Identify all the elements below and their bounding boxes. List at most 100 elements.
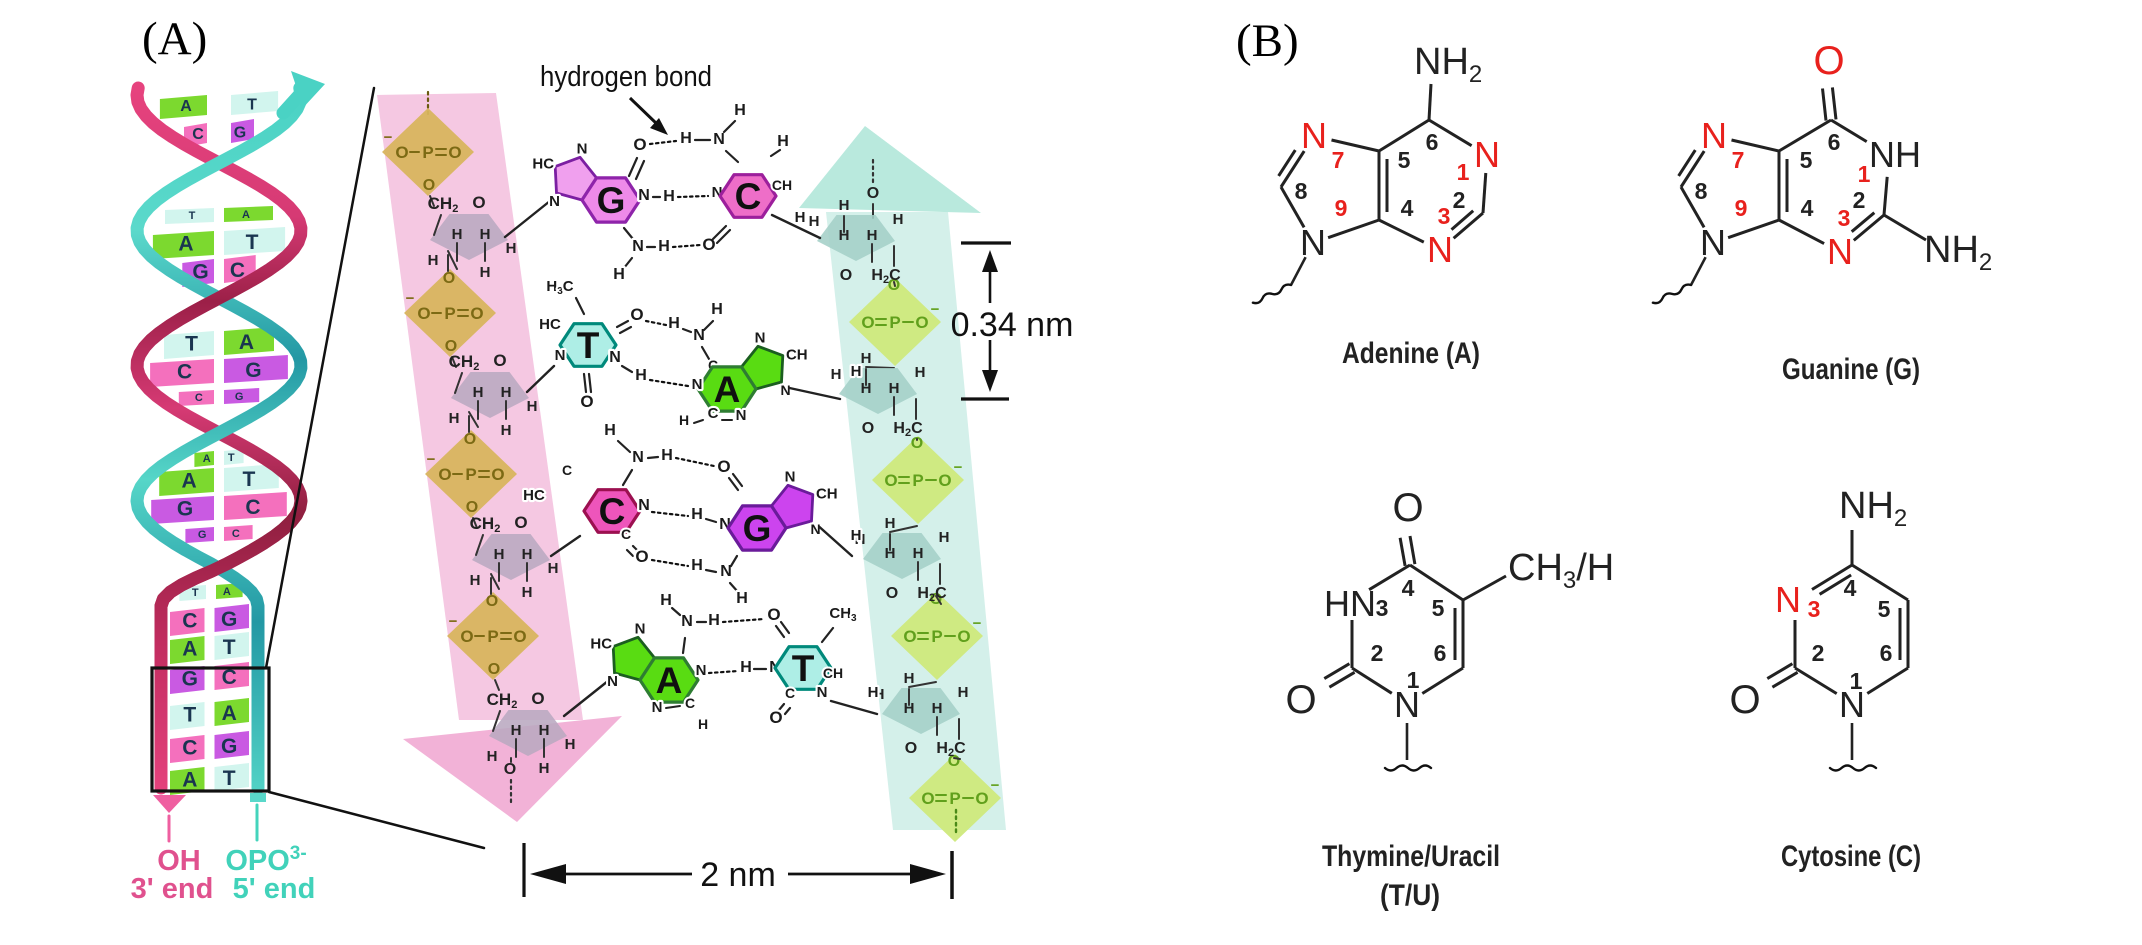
svg-text:O: O	[466, 499, 478, 516]
svg-text:H: H	[680, 130, 692, 147]
svg-text:3: 3	[1808, 596, 1821, 622]
svg-text:N: N	[638, 497, 650, 514]
svg-text:O: O	[464, 431, 476, 448]
svg-text:3: 3	[1838, 205, 1851, 231]
svg-text:5: 5	[1432, 595, 1445, 621]
svg-text:O: O	[448, 143, 461, 162]
svg-text:−: −	[973, 615, 982, 632]
svg-text:O: O	[1813, 39, 1844, 83]
svg-text:N: N	[638, 187, 650, 204]
svg-text:N: N	[736, 407, 747, 424]
svg-text:N: N	[607, 673, 618, 690]
svg-text:O: O	[504, 761, 516, 778]
svg-text:G: G	[221, 735, 237, 758]
svg-text:6: 6	[1434, 640, 1447, 666]
svg-text:O: O	[861, 313, 874, 332]
svg-text:5: 5	[1398, 147, 1411, 173]
svg-text:1: 1	[1858, 161, 1871, 187]
svg-text:O: O	[486, 593, 498, 610]
svg-text:−: −	[931, 301, 940, 318]
svg-text:H: H	[874, 686, 885, 703]
svg-text:P: P	[465, 465, 476, 484]
svg-text:2: 2	[1371, 640, 1384, 666]
svg-text:O: O	[531, 689, 544, 708]
svg-text:C: C	[735, 176, 762, 217]
svg-text:H: H	[613, 266, 625, 283]
svg-text:A: A	[239, 331, 254, 354]
svg-text:A: A	[714, 369, 741, 410]
svg-text:O: O	[423, 177, 435, 194]
svg-text:N: N	[713, 131, 725, 148]
svg-text:7: 7	[1332, 147, 1345, 173]
svg-text:5' end: 5' end	[233, 873, 316, 905]
svg-text:H: H	[868, 684, 879, 701]
svg-text:P: P	[422, 143, 433, 162]
svg-text:T: T	[242, 468, 255, 491]
svg-text:T: T	[577, 325, 600, 366]
svg-text:9: 9	[1335, 195, 1348, 221]
svg-text:H: H	[708, 612, 720, 629]
svg-text:H: H	[487, 748, 498, 765]
svg-text:H: H	[839, 227, 850, 244]
svg-text:O: O	[633, 135, 646, 154]
svg-text:H: H	[839, 197, 850, 214]
svg-text:0.34 nm: 0.34 nm	[951, 306, 1074, 344]
svg-text:CH2: CH2	[487, 690, 518, 711]
svg-text:O: O	[886, 585, 898, 602]
svg-text:P: P	[487, 627, 498, 646]
svg-text:O: O	[975, 789, 988, 808]
svg-text:−: −	[954, 459, 963, 476]
svg-text:CH: CH	[786, 347, 808, 364]
svg-text:O: O	[930, 591, 942, 608]
svg-text:CH2: CH2	[428, 194, 459, 215]
svg-text:O: O	[443, 270, 455, 287]
svg-text:H: H	[736, 590, 748, 607]
svg-text:(B): (B)	[1236, 15, 1299, 67]
svg-text:N: N	[1301, 115, 1327, 156]
svg-text:N: N	[549, 193, 560, 210]
svg-text:A: A	[180, 98, 192, 115]
svg-text:N: N	[1700, 222, 1726, 263]
svg-text:O: O	[903, 627, 916, 646]
svg-text:O: O	[867, 185, 879, 202]
svg-text:T: T	[185, 333, 198, 356]
svg-text:3' end: 3' end	[131, 873, 214, 905]
svg-text:H: H	[452, 226, 463, 243]
svg-text:O: O	[948, 753, 960, 770]
svg-text:H: H	[501, 422, 512, 439]
svg-text:N: N	[632, 238, 644, 255]
svg-text:N: N	[632, 449, 644, 466]
svg-text:T: T	[247, 97, 257, 114]
svg-text:C: C	[562, 462, 572, 478]
svg-text:A: A	[182, 769, 197, 792]
svg-text:C: C	[222, 666, 237, 689]
svg-text:4: 4	[1801, 195, 1814, 221]
svg-text:CH2: CH2	[449, 352, 480, 373]
svg-text:O: O	[905, 740, 917, 757]
svg-text:P: P	[912, 471, 923, 490]
svg-text:(T/U): (T/U)	[1380, 879, 1440, 912]
svg-text:H: H	[809, 213, 820, 230]
svg-text:4: 4	[1402, 575, 1415, 601]
svg-text:O: O	[438, 465, 451, 484]
svg-text:C: C	[177, 361, 192, 384]
svg-text:3: 3	[1376, 595, 1389, 621]
svg-text:H: H	[893, 211, 904, 228]
svg-text:O: O	[921, 789, 934, 808]
svg-text:T: T	[192, 587, 199, 599]
svg-text:H3C: H3C	[546, 278, 573, 297]
svg-text:O: O	[630, 305, 643, 324]
svg-text:N: N	[817, 684, 828, 701]
svg-text:H: H	[691, 506, 703, 523]
svg-text:A: A	[222, 702, 237, 725]
svg-text:O: O	[840, 267, 852, 284]
svg-text:HC: HC	[590, 636, 612, 653]
svg-text:1: 1	[1407, 667, 1420, 693]
svg-text:G: G	[234, 125, 246, 142]
svg-text:H: H	[501, 384, 512, 401]
svg-text:H: H	[885, 545, 896, 562]
svg-text:P: P	[444, 304, 455, 323]
svg-text:H: H	[539, 760, 550, 777]
svg-text:G: G	[235, 391, 244, 403]
svg-text:N: N	[755, 329, 766, 346]
